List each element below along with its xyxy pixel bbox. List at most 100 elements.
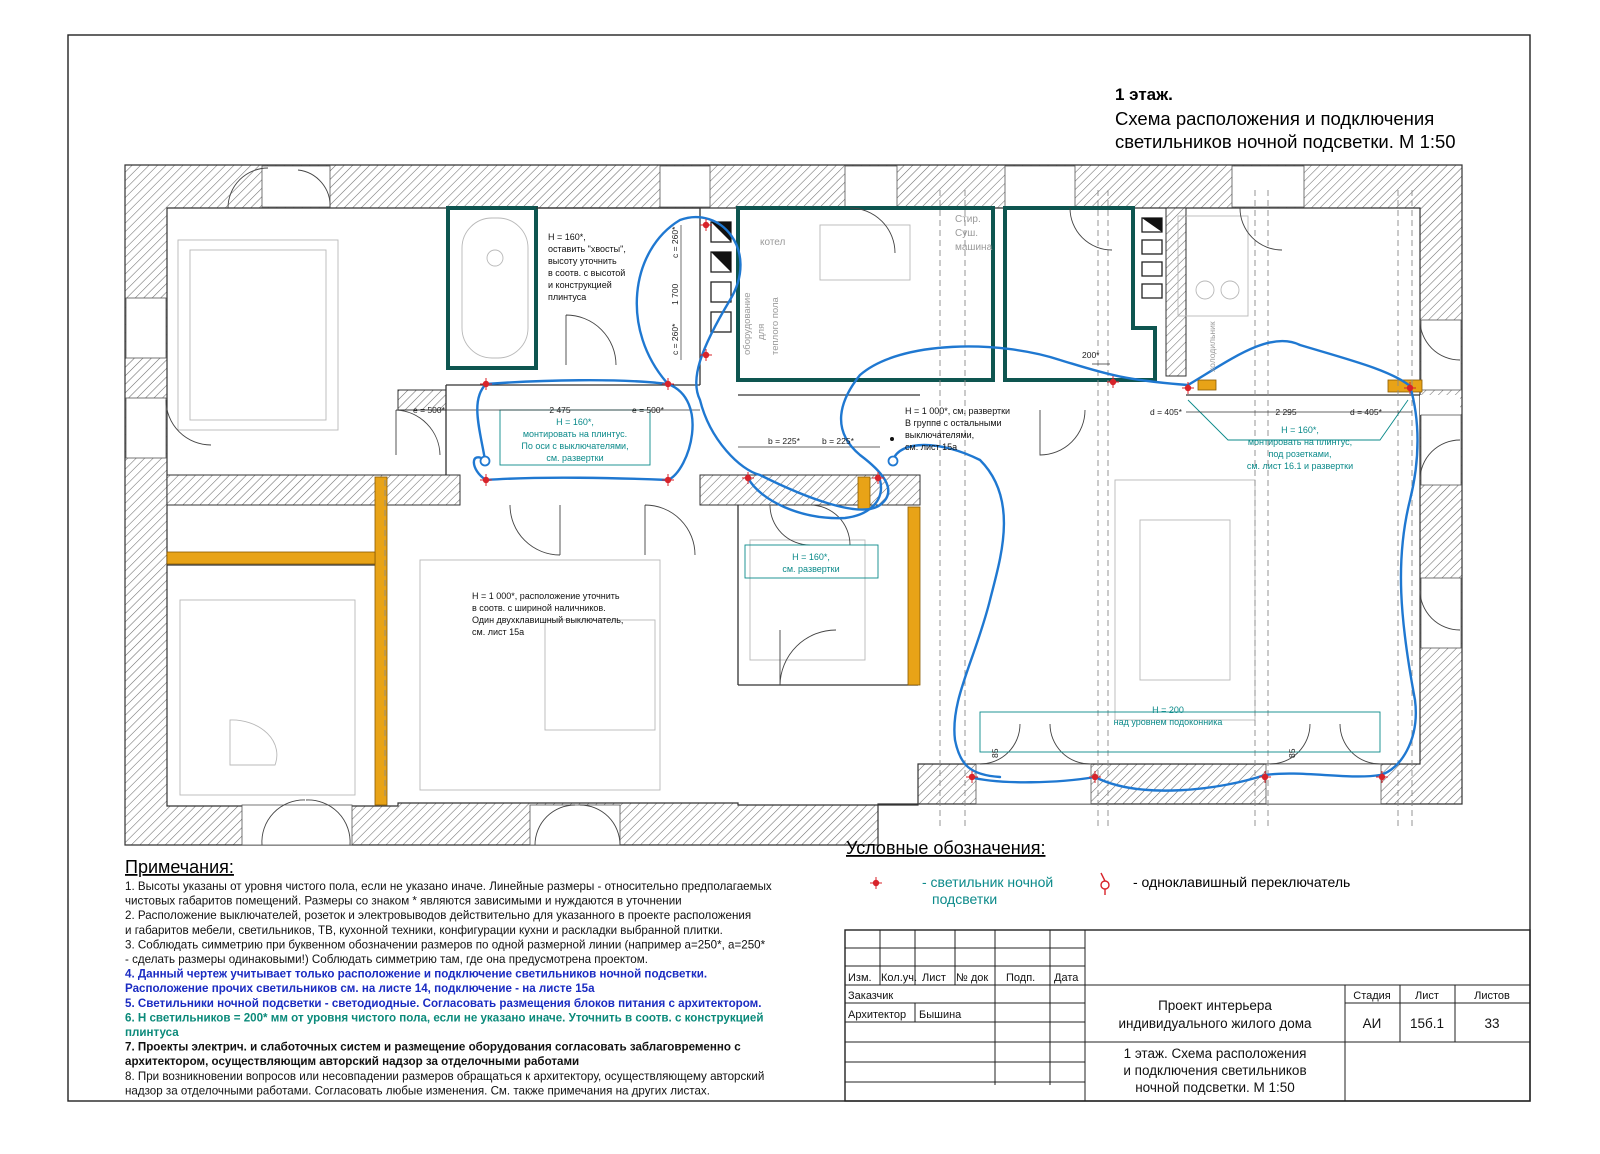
- plan-notes: H = 160*, оставить "хвосты", высоту уточ…: [413, 214, 1383, 758]
- floor-heat-label-2: для: [756, 324, 767, 340]
- wardrobe-note-1: H = 160*,: [792, 552, 830, 562]
- tb-project-1: Проект интерьера: [1158, 998, 1272, 1013]
- tb-col-izm: Изм.: [848, 972, 872, 984]
- dim-b2: b = 225*: [822, 436, 855, 446]
- corridor-note-2: монтировать на плинтус.: [523, 429, 627, 439]
- floor-heat-label-1: оборудование: [742, 292, 753, 355]
- dim-c1: c = 260*: [670, 226, 680, 258]
- night-light: [1106, 375, 1120, 389]
- night-light: [661, 473, 675, 487]
- tb-architect-name: Бышина: [919, 1009, 962, 1021]
- tb-sheet-header: Лист: [1415, 990, 1439, 1002]
- door-swings: [165, 167, 1461, 846]
- legend-light-label-1: - светильник ночной: [922, 874, 1053, 890]
- feature-walls: [166, 379, 1423, 806]
- note-line: 8. При возникновении вопросов или несовп…: [125, 1070, 764, 1083]
- sheet-title: 1 этаж. Схема расположения и подключения…: [1115, 85, 1456, 152]
- note-line: надзор за отделочными работами. Согласов…: [125, 1084, 710, 1097]
- interior-wall: [699, 474, 921, 506]
- bath-note-1: H = 160*,: [548, 232, 586, 242]
- interior-wall: [1165, 207, 1187, 377]
- tb-drawing-2: и подключения светильников: [1123, 1063, 1306, 1078]
- tb-architect-label: Архитектор: [848, 1009, 906, 1021]
- tb-sheets-header: Листов: [1474, 990, 1510, 1002]
- laundry-label-3: машина: [955, 242, 993, 253]
- note-line: 3. Соблюдать симметрию при буквенном обо…: [125, 938, 766, 951]
- floor-heat-label-3: теплого пола: [770, 296, 781, 355]
- dim-d2: d = 405*: [1350, 407, 1383, 417]
- tb-project-2: индивидуального жилого дома: [1118, 1016, 1312, 1031]
- bedroom-note-3: Один двухклавишный выключатель,: [472, 615, 623, 625]
- fridge-label: холодильник: [1207, 321, 1217, 372]
- laundry-label-2: Суш.: [955, 228, 978, 239]
- switch-symbol: [479, 455, 491, 467]
- tb-customer-label: Заказчик: [848, 990, 893, 1002]
- living-note-4: см. лист 16.1 и развертки: [1247, 461, 1353, 471]
- tb-col-kol: Кол.уч.: [881, 972, 917, 984]
- note-line: 2. Расположение выключателей, розеток и …: [125, 909, 751, 922]
- note-line: 1. Высоты указаны от уровня чистого пола…: [125, 880, 772, 893]
- bath-note-6: плинтуса: [548, 292, 586, 302]
- tb-drawing-1: 1 этаж. Схема расположения: [1124, 1046, 1307, 1061]
- laundry-label-1: Стир.: [955, 214, 981, 225]
- hall-note-4: см. лист 15а: [905, 442, 957, 452]
- dimension-lines: [446, 225, 1412, 448]
- bath-note-4: в соотв. с высотой: [548, 268, 625, 278]
- notes-title: Примечания:: [125, 857, 234, 877]
- title-block-text: Изм. Кол.уч. Лист № док Подп. Дата Заказ…: [848, 972, 1510, 1095]
- note-line: 5. Светильники ночной подсветки - светод…: [125, 997, 761, 1010]
- bedroom-note-2: в соотв. с шириной наличников.: [472, 603, 606, 613]
- tb-drawing-3: ночной подсветки. М 1:50: [1135, 1080, 1295, 1095]
- corridor-note-4: см. развертки: [546, 453, 603, 463]
- legend-switch-label: - одноклавишный переключатель: [1133, 874, 1350, 890]
- dim-2475: 2 475: [549, 405, 571, 415]
- dim-1700: 1 700: [670, 283, 680, 305]
- note-line: 6. Н светильников = 200* мм от уровня чи…: [125, 1011, 763, 1024]
- dim-d1: d = 405*: [1150, 407, 1183, 417]
- note-line: - сделать размеры одинаковыми!) Соблюдат…: [125, 953, 648, 966]
- corridor-note-1: H = 160*,: [556, 417, 594, 427]
- windows: [125, 165, 1462, 846]
- bedroom-note-1: H = 1 000*, расположение уточнить: [472, 591, 620, 601]
- partitions: [167, 207, 1420, 686]
- tb-col-date: Дата: [1054, 972, 1079, 984]
- title-block: [844, 929, 1531, 1102]
- corridor-note-3: По оси с выключателями,: [521, 441, 628, 451]
- title-bold: 1 этаж.: [1115, 85, 1173, 104]
- window-note-1: H = 200: [1152, 705, 1184, 715]
- living-note-3: под розетками,: [1268, 449, 1331, 459]
- tb-sheet: 15б.1: [1410, 1016, 1444, 1031]
- legend-title: Условные обозначения:: [846, 838, 1045, 858]
- ceiling-lines: [384, 190, 1413, 830]
- bedroom-note-4: см. лист 15а: [472, 627, 524, 637]
- tb-col-sign: Подп.: [1006, 972, 1035, 984]
- tb-col-list: Лист: [922, 972, 946, 984]
- legend: Условные обозначения: - светильник ночно…: [846, 838, 1350, 907]
- dim-b1: b = 225*: [768, 436, 801, 446]
- floor-plan: H = 160*, оставить "хвосты", высоту уточ…: [124, 164, 1463, 846]
- niche-marks: [711, 218, 1162, 272]
- switch-symbol: [887, 455, 899, 467]
- note-line: плинтуса: [125, 1026, 179, 1039]
- bathroom-walls: [446, 206, 538, 370]
- note-line: и габаритов мебели, светильников, ТВ, ку…: [125, 924, 723, 937]
- dim-200: 200*: [1082, 350, 1100, 360]
- note-line: архитектором, осуществляющим авторский н…: [125, 1055, 579, 1068]
- interior-wall: [1420, 395, 1460, 415]
- legend-light-symbol: [869, 876, 883, 890]
- legend-light-label-2: подсветки: [932, 891, 997, 907]
- boiler-room-walls: [736, 206, 995, 382]
- hall-note-3: выключателями,: [905, 430, 974, 440]
- note-line: 7. Проекты электрич. и слаботочных систе…: [125, 1041, 741, 1054]
- tb-sheets: 33: [1484, 1016, 1499, 1031]
- dim-e1: e = 500*: [413, 405, 446, 415]
- note-line: Расположение прочих светильников см. на …: [125, 982, 595, 995]
- note-line: чистовых габаритов помещений. Размеры со…: [125, 895, 682, 908]
- boiler-label: котел: [760, 237, 786, 248]
- bath-note-3: высоту уточнить: [548, 256, 617, 266]
- bath-note-5: и конструкцией: [548, 280, 612, 290]
- dim-c2: c = 260*: [670, 323, 680, 355]
- bath-note-2: оставить "хвосты",: [548, 244, 626, 254]
- interior-wall: [166, 474, 461, 506]
